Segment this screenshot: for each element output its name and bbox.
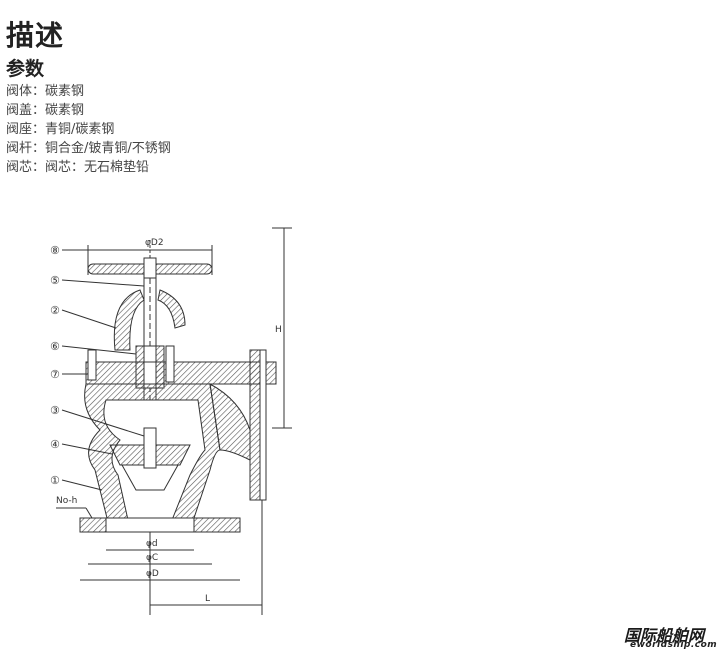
dim-bottom: φd φC φD L xyxy=(80,500,263,615)
dim-h-label: H xyxy=(275,325,282,335)
callouts: ⑧ ⑤ ② ⑥ ⑦ ③ ④ ① xyxy=(50,244,60,487)
callout-7: ⑦ xyxy=(50,368,60,381)
outlet-flange xyxy=(209,349,267,501)
dim-d-label: φd xyxy=(146,539,158,549)
callout-8: ⑧ xyxy=(50,244,60,257)
section-title: 参数 xyxy=(6,58,45,80)
dim-h: H xyxy=(272,227,292,429)
callout-6: ⑥ xyxy=(50,340,60,353)
valve-drawing: φD2 xyxy=(50,227,292,615)
dim-dd-label: φD xyxy=(146,569,159,579)
dim-d2-label: φD2 xyxy=(145,238,164,248)
callout-2: ② xyxy=(50,304,60,317)
dim-l-label: L xyxy=(205,594,210,604)
spec-item: 阀座：青铜/碳素钢 xyxy=(6,122,115,137)
callout-3: ③ xyxy=(50,404,60,417)
yoke xyxy=(113,289,186,351)
valve-disc xyxy=(109,427,191,491)
spec-item: 阀杆：铜合金/铍青铜/不锈钢 xyxy=(6,141,171,156)
callout-4: ④ xyxy=(50,438,60,451)
handwheel xyxy=(87,240,213,279)
callout-1: ① xyxy=(50,474,60,487)
callout-5: ⑤ xyxy=(50,274,60,287)
spec-item: 阀芯：阀芯：无石棉垫铅 xyxy=(6,160,150,175)
dim-c-label: φC xyxy=(146,553,158,563)
watermark-cn: 国际船舶网 xyxy=(624,626,705,645)
watermark-en: eworldship.com xyxy=(630,640,718,650)
noh-callout: No-h xyxy=(56,496,93,519)
noh-label: No-h xyxy=(56,496,77,506)
bonnet xyxy=(85,345,277,389)
watermark-logo: 国际船舶网 eworldship.com xyxy=(624,622,720,652)
bottom-flange xyxy=(79,517,241,533)
page-title: 描述 xyxy=(6,19,65,52)
spec-list: 阀体：碳素钢 阀盖：碳素钢 阀座：青铜/碳素钢 阀杆：铜合金/铍青铜/不锈钢 阀… xyxy=(6,82,171,177)
spec-item: 阀体：碳素钢 xyxy=(6,84,85,99)
callout-leaders xyxy=(61,249,145,491)
spec-item: 阀盖：碳素钢 xyxy=(6,103,85,118)
